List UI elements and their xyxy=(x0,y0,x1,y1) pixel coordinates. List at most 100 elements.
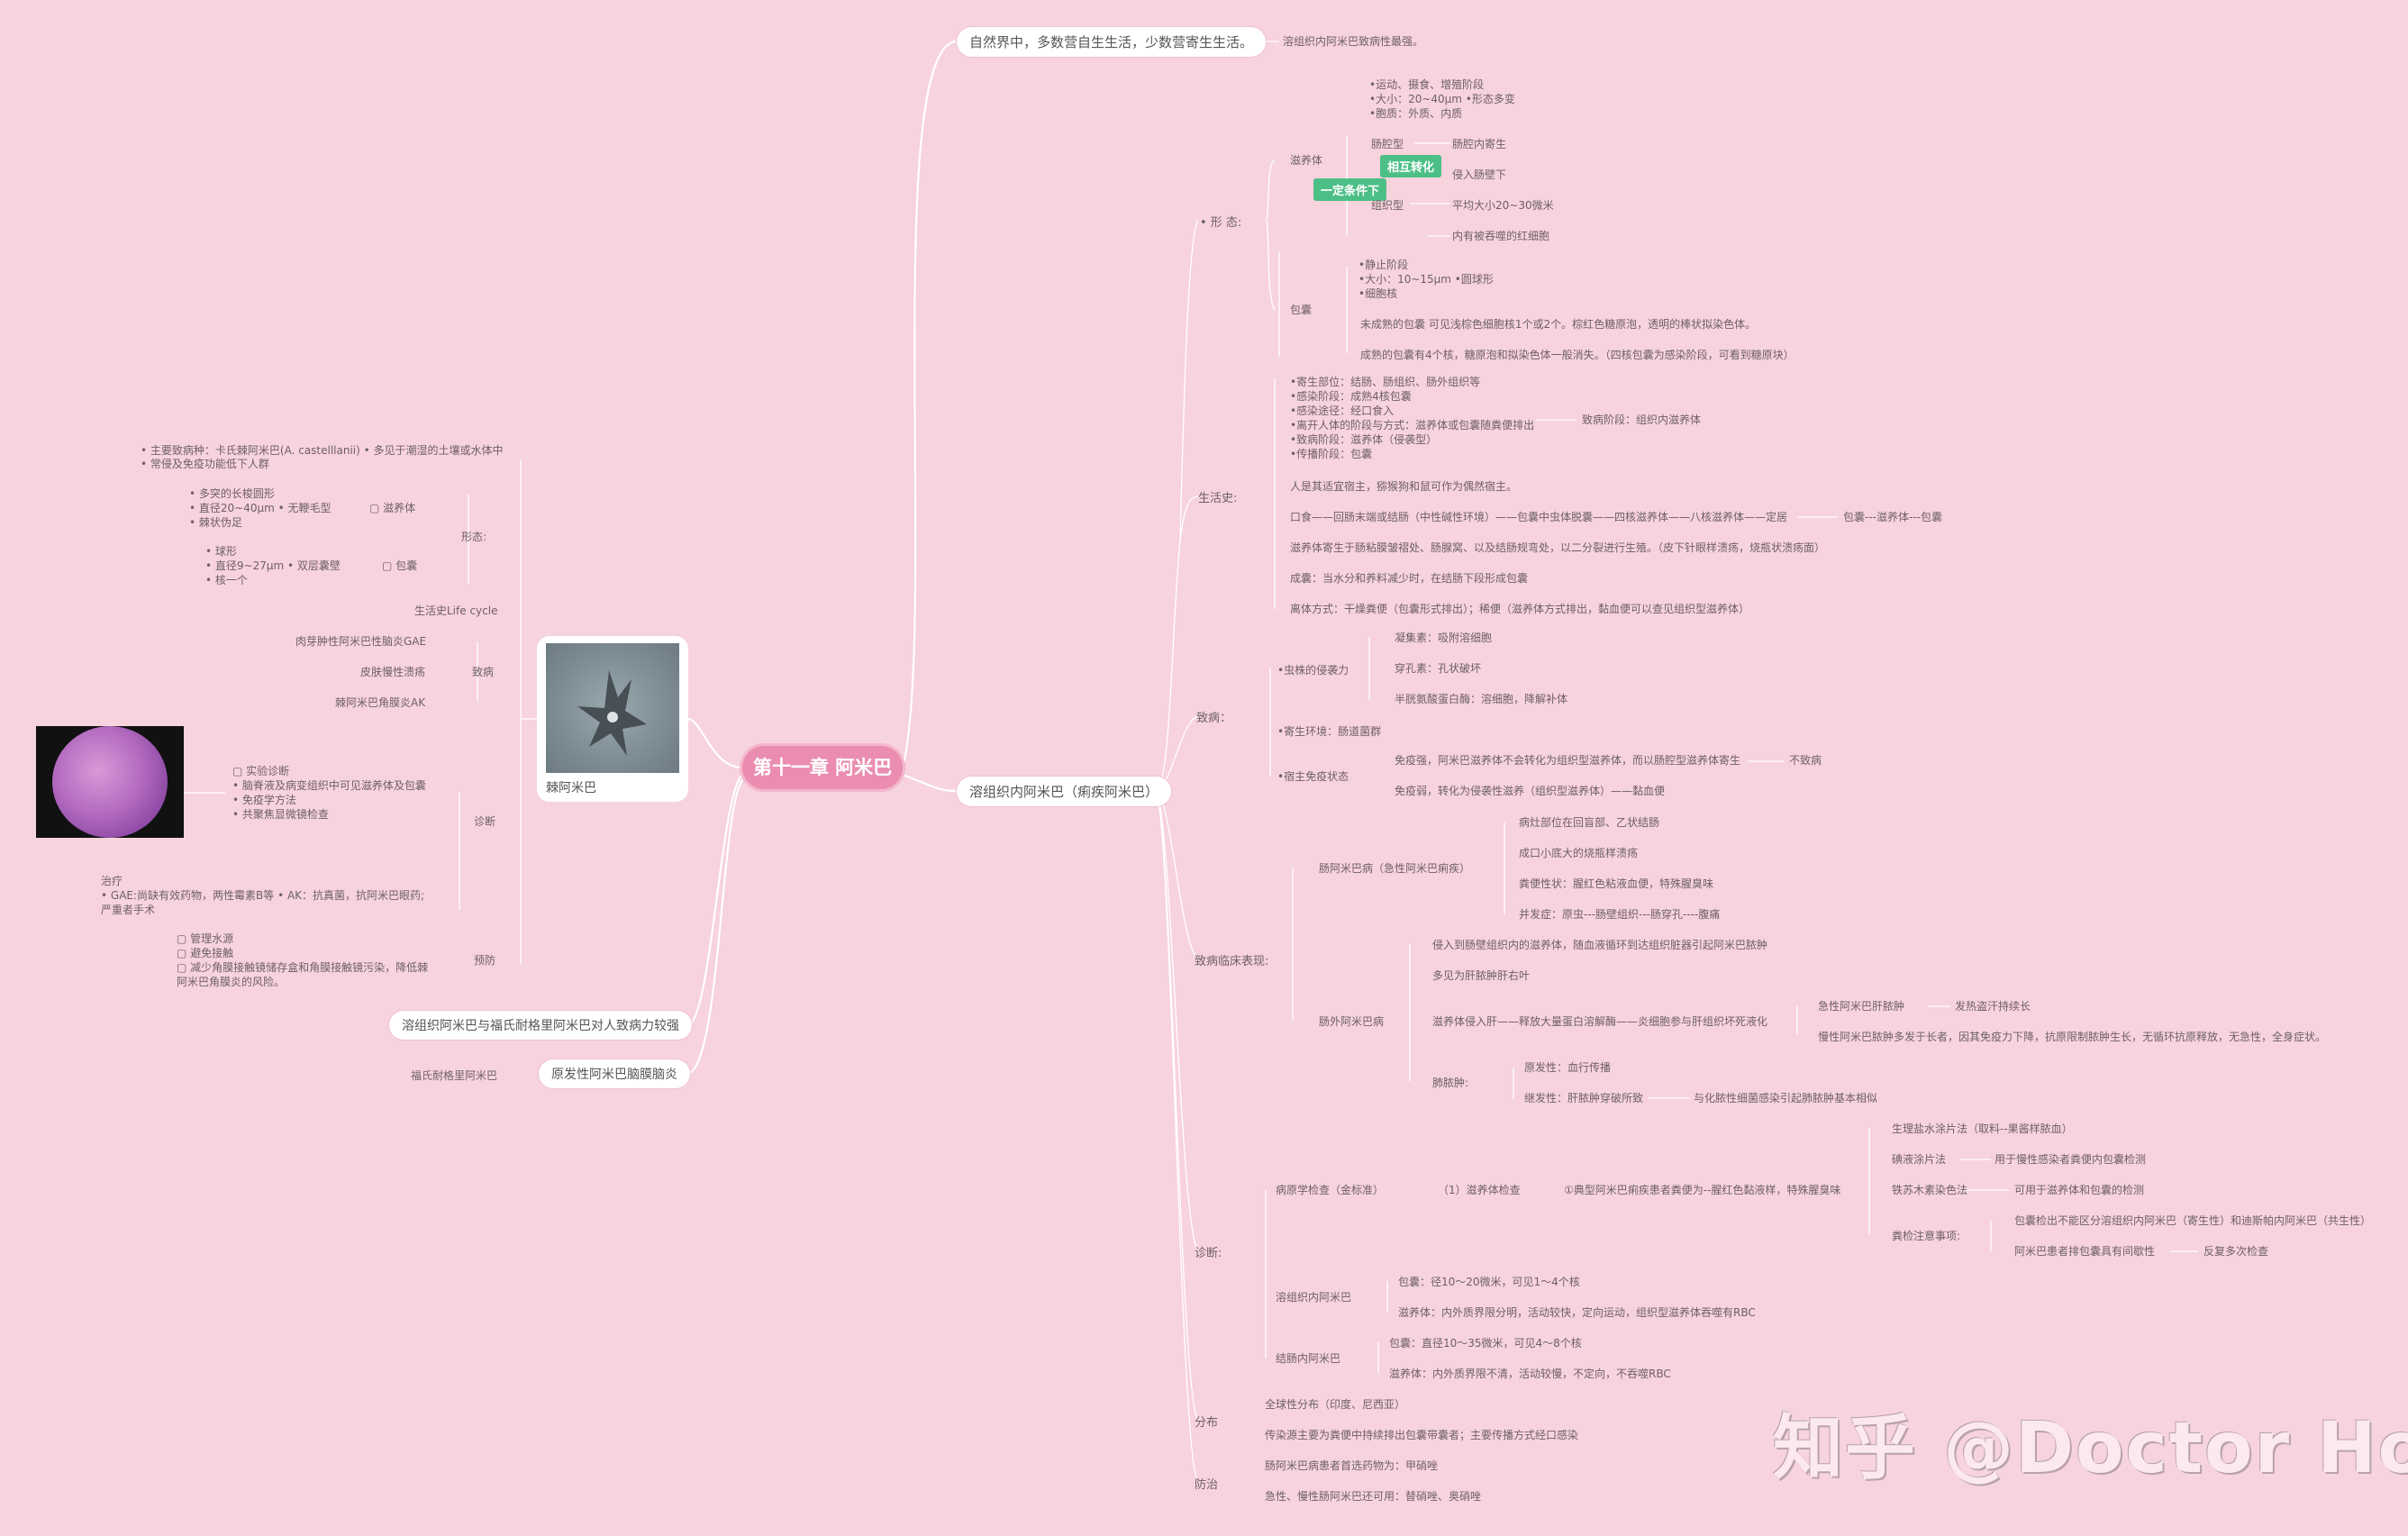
node-entamoeba[interactable]: 溶组织内阿米巴（痢疾阿米巴） xyxy=(957,777,1172,806)
acanth-prev-1: ▢ 管理水源 xyxy=(177,932,234,945)
acanth-cyst-label: ▢ 包囊 xyxy=(382,559,418,572)
tropho-label[interactable]: 滋养体 xyxy=(1290,154,1323,167)
extra-1: 侵入到肠壁组织内的滋养体，随血液循环到达组织脏器引起阿米巴脓肿 xyxy=(1432,939,1768,951)
acanth-prev-label: 预防 xyxy=(474,954,496,967)
eh-1: 包囊：径10～20微米，可见1～4个核 xyxy=(1398,1276,1580,1288)
acanthamoeba-image xyxy=(546,643,679,773)
clinic-extra[interactable]: 肠外阿米巴病 xyxy=(1319,1015,1385,1028)
acanth-life: 生活史Life cycle xyxy=(414,604,498,617)
acanth-prev-4: 阿米巴角膜炎的风险。 xyxy=(177,976,286,988)
acanth-treat-3: 严重者手术 xyxy=(101,904,156,916)
life-item-6: •传播阶段：包囊 xyxy=(1290,448,1373,460)
acanth-diag-2: • 脑脊液及病变组织中可见滋养体及包囊 xyxy=(232,779,426,792)
pam-child: 福氏耐格里阿米巴 xyxy=(411,1069,498,1082)
node-top[interactable]: 自然界中，多数营自生生活，少数营寄生生活。 xyxy=(957,27,1267,57)
tissue-image xyxy=(36,726,184,838)
life-item-1: •寄生部位：结肠、肠组织、肠外组织等 xyxy=(1290,376,1481,388)
ec-2: 滋养体：内外质界限不清，活动较慢，不定向，不吞噬RBC xyxy=(1389,1368,1671,1380)
diag-pathogen[interactable]: 病原学检查（金标准） xyxy=(1276,1184,1385,1196)
cyst-top-3: •细胞核 xyxy=(1358,287,1398,300)
acanth-intro-2: • 常侵及免疫功能低下人群 xyxy=(141,458,269,470)
acanth-prev-2: ▢ 避免接触 xyxy=(177,947,234,959)
watermark: 知乎 @Doctor Ho xyxy=(1773,1408,2408,1489)
tissue-type[interactable]: 组织型 xyxy=(1371,199,1404,212)
acute-sym: 发热盗汗持续长 xyxy=(1955,1000,2031,1013)
acanth-diag-1: ▢ 实验诊断 xyxy=(232,765,290,777)
invasion-1: 凝集素：吸附溶细胞 xyxy=(1395,632,1493,644)
life-cycle-short: 包囊---滋养体---包囊 xyxy=(1843,511,1942,523)
lung-note: 与化脓性细菌感染引起肺脓肿基本相似 xyxy=(1694,1092,1878,1104)
rbc-text: 内有被吞噬的红细胞 xyxy=(1452,230,1550,242)
imm-1: 免疫强，阿米巴滋养体不会转化为组织型滋养体，而以肠腔型滋养体寄生 xyxy=(1395,754,1741,767)
cyst-mature: 成熟的包囊有4个核，糖原泡和拟染色体一般消失。（四核包囊为感染阶段，可看到糖原块… xyxy=(1360,349,1795,361)
acanth-tropho-1: • 多突的长梭圆形 xyxy=(189,487,275,500)
diag-ec[interactable]: 结肠内阿米巴 xyxy=(1276,1352,1341,1365)
tropho-top-3: •胞质：外质、内质 xyxy=(1369,107,1463,120)
node-compare[interactable]: 溶组织阿米巴与福氏耐格里阿米巴对人致病力较强 xyxy=(389,1011,692,1040)
prev-label[interactable]: 防治 xyxy=(1195,1478,1219,1492)
life-mucosa: 滋养体寄生于肠粘膜皱褶处、肠腺窝、以及结肠规弯处，以二分裂进行生殖。（皮下针眼样… xyxy=(1290,541,1826,554)
life-label[interactable]: 生活史: xyxy=(1198,492,1238,505)
acanth-disease-3: 棘阿米巴角膜炎AK xyxy=(335,696,426,709)
life-item-5: •致病阶段：滋养体（侵袭型） xyxy=(1290,433,1438,446)
prev-1: 肠阿米巴病患者首选药物为：甲硝唑 xyxy=(1265,1459,1439,1472)
lung: 肺脓肿: xyxy=(1432,1077,1469,1089)
clinic-label[interactable]: 致病临床表现: xyxy=(1195,955,1269,968)
life-host: 人是其适宜宿主，猕猴狗和鼠可作为偶然宿主。 xyxy=(1290,480,1518,493)
invasion-3: 半胱氨酸蛋白酶：溶细胞，降解补体 xyxy=(1395,693,1568,705)
note-2: 阿米巴患者排包囊具有间歇性 xyxy=(2014,1245,2156,1258)
diag-label[interactable]: 诊断: xyxy=(1195,1247,1222,1260)
life-item-2: •感染阶段：成熟4核包囊 xyxy=(1290,390,1412,403)
lung-primary: 原发性：血行传播 xyxy=(1524,1061,1612,1074)
diag-eh[interactable]: 溶组织内阿米巴 xyxy=(1276,1291,1352,1304)
acanthamoeba-card[interactable]: 棘阿米巴 xyxy=(537,636,688,802)
clinic-intestinal[interactable]: 肠阿米巴病（急性阿米巴痢疾） xyxy=(1319,862,1471,875)
acanth-treat-2: • GAE:尚缺有效药物，两性霉素B等 • AK：抗真菌，抗阿米巴眼药; xyxy=(101,889,425,902)
dist-label[interactable]: 分布 xyxy=(1195,1416,1219,1430)
patho-immune[interactable]: •宿主免疫状态 xyxy=(1277,770,1349,783)
tropho-check: （1）滋养体检查 xyxy=(1438,1184,1521,1196)
interconvert-tag: 相互转化 xyxy=(1380,155,1442,177)
root-node[interactable]: 第十一章 阿米巴 xyxy=(742,746,903,789)
gut-type[interactable]: 肠腔型 xyxy=(1371,138,1404,150)
life-leave: 离体方式：干燥粪便（包囊形式排出）；稀便（滋养体方式排出，黏血便可以查见组织型滋… xyxy=(1290,603,1750,615)
stool: ①典型阿米巴痢疾患者粪便为--腥红色黏液样，特殊腥臭味 xyxy=(1564,1184,1841,1196)
tropho-top-2: •大小：20~40μm •形态多变 xyxy=(1369,93,1515,105)
life-item-3: •感染途径：经口食入 xyxy=(1290,404,1395,417)
cyst-immature: 未成熟的包囊 可见浅棕色细胞核1个或2个。棕红色糖原泡，透明的棒状拟染色体。 xyxy=(1360,318,1757,331)
liver-path: 滋养体侵入肝——释放大量蛋白溶解酶——炎细胞参与肝组织坏死液化 xyxy=(1432,1015,1768,1028)
patho-env[interactable]: •寄生环境：肠道菌群 xyxy=(1277,725,1382,738)
prev-2: 急性、慢性肠阿米巴还可用：替硝唑、奥硝唑 xyxy=(1265,1490,1482,1503)
acanth-tropho-label: ▢ 滋养体 xyxy=(369,502,416,514)
cyst-top-2: •大小：10~15μm •圆球形 xyxy=(1358,273,1494,286)
acanth-diag-3: • 免疫学方法 xyxy=(232,794,296,806)
intestinal-3: 粪便性状：腥红色粘液血便，特殊腥臭味 xyxy=(1519,877,1714,890)
dist-1: 全球性分布（印度、尼西亚） xyxy=(1265,1398,1406,1411)
gut-child: 肠腔内寄生 xyxy=(1452,138,1507,150)
card-caption: 棘阿米巴 xyxy=(546,781,596,795)
iron-use: 可用于滋养体和包囊的检测 xyxy=(2014,1184,2145,1196)
acanth-prev-3: ▢ 减少角膜接触镜储存盒和角膜接触镜污染，降低棘 xyxy=(177,961,429,974)
tissue-size: 平均大小20~30微米 xyxy=(1452,199,1554,212)
acanth-disease-1: 肉芽肿性阿米巴性脑炎GAE xyxy=(295,635,427,648)
method-1: 生理盐水涂片法（取料--果酱样脓血） xyxy=(1892,1122,2073,1135)
patho-invasion[interactable]: •虫株的侵袭力 xyxy=(1277,664,1349,677)
acanth-tropho-2: • 直径20~40μm • 无鞭毛型 xyxy=(189,502,332,514)
cyst-label[interactable]: 包囊 xyxy=(1290,304,1313,316)
extra-2: 多见为肝脓肿肝右叶 xyxy=(1432,969,1531,982)
acanth-cyst-2: • 直径9~27μm • 双层囊壁 xyxy=(205,559,341,572)
iodine-use: 用于慢性感染者粪便内包囊检测 xyxy=(1995,1153,2147,1166)
eh-2: 滋养体：内外质界限分明，活动较快，定向运动，组织型滋养体吞噬有RBC xyxy=(1398,1306,1756,1319)
patho-label[interactable]: 致病： xyxy=(1196,712,1232,725)
ec-1: 包囊：直径10～35微米，可见4～8个核 xyxy=(1389,1337,1582,1350)
lung-secondary: 继发性：肝脓肿穿破所致 xyxy=(1524,1092,1644,1104)
invasion-2: 穿孔素：孔状破坏 xyxy=(1395,662,1482,675)
invade-text: 侵入肠壁下 xyxy=(1452,168,1507,181)
imm-1-res: 不致病 xyxy=(1789,754,1822,767)
morph-label[interactable]: • 形 态: xyxy=(1200,216,1242,230)
cyst-top-1: •静止阶段 xyxy=(1358,259,1409,271)
node-pam[interactable]: 原发性阿米巴脑膜脑炎 xyxy=(539,1059,690,1088)
acanth-tropho-3: • 棘状伪足 xyxy=(189,516,242,529)
condition-tag: 一定条件下 xyxy=(1313,178,1387,201)
